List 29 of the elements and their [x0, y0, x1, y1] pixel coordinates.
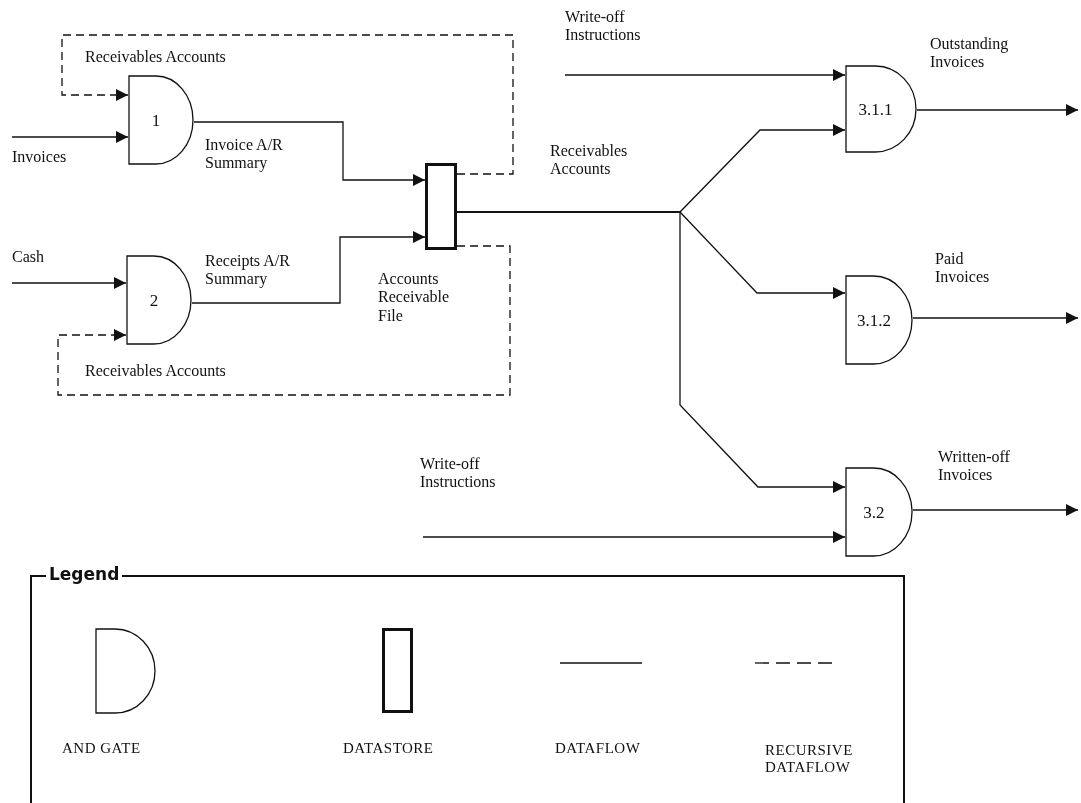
arrow — [456, 211, 846, 493]
process-number: 3.2 — [863, 503, 885, 521]
and-gate — [845, 467, 913, 557]
arrow — [193, 121, 426, 186]
and-gate — [128, 75, 194, 165]
arrow — [912, 504, 1079, 516]
arrow — [422, 531, 846, 543]
legend-label: RECURSIVE DATAFLOW — [765, 742, 854, 777]
arrow — [564, 69, 846, 81]
datastore-box — [425, 163, 457, 250]
arrow — [11, 277, 127, 289]
arrow — [916, 104, 1079, 116]
and-gate — [845, 65, 917, 153]
dashed-arrow — [57, 245, 511, 396]
arrow — [912, 312, 1079, 324]
legend-label: DATAFLOW — [555, 740, 641, 758]
legend-label: AND GATE — [62, 740, 141, 758]
arrow — [191, 231, 426, 304]
legend-title: Legend — [46, 564, 123, 584]
process-number: 1 — [151, 111, 161, 129]
legend-label: DATASTORE — [343, 740, 434, 758]
dashed-arrow — [61, 34, 514, 175]
and-gate — [126, 255, 192, 345]
process-number: 3.1.1 — [858, 100, 893, 118]
and-gate — [845, 275, 913, 365]
datastore-label: Accounts Receivable File — [378, 270, 451, 326]
arrow — [11, 131, 129, 143]
process-number: 3.1.2 — [856, 311, 891, 329]
process-number: 2 — [149, 291, 159, 309]
